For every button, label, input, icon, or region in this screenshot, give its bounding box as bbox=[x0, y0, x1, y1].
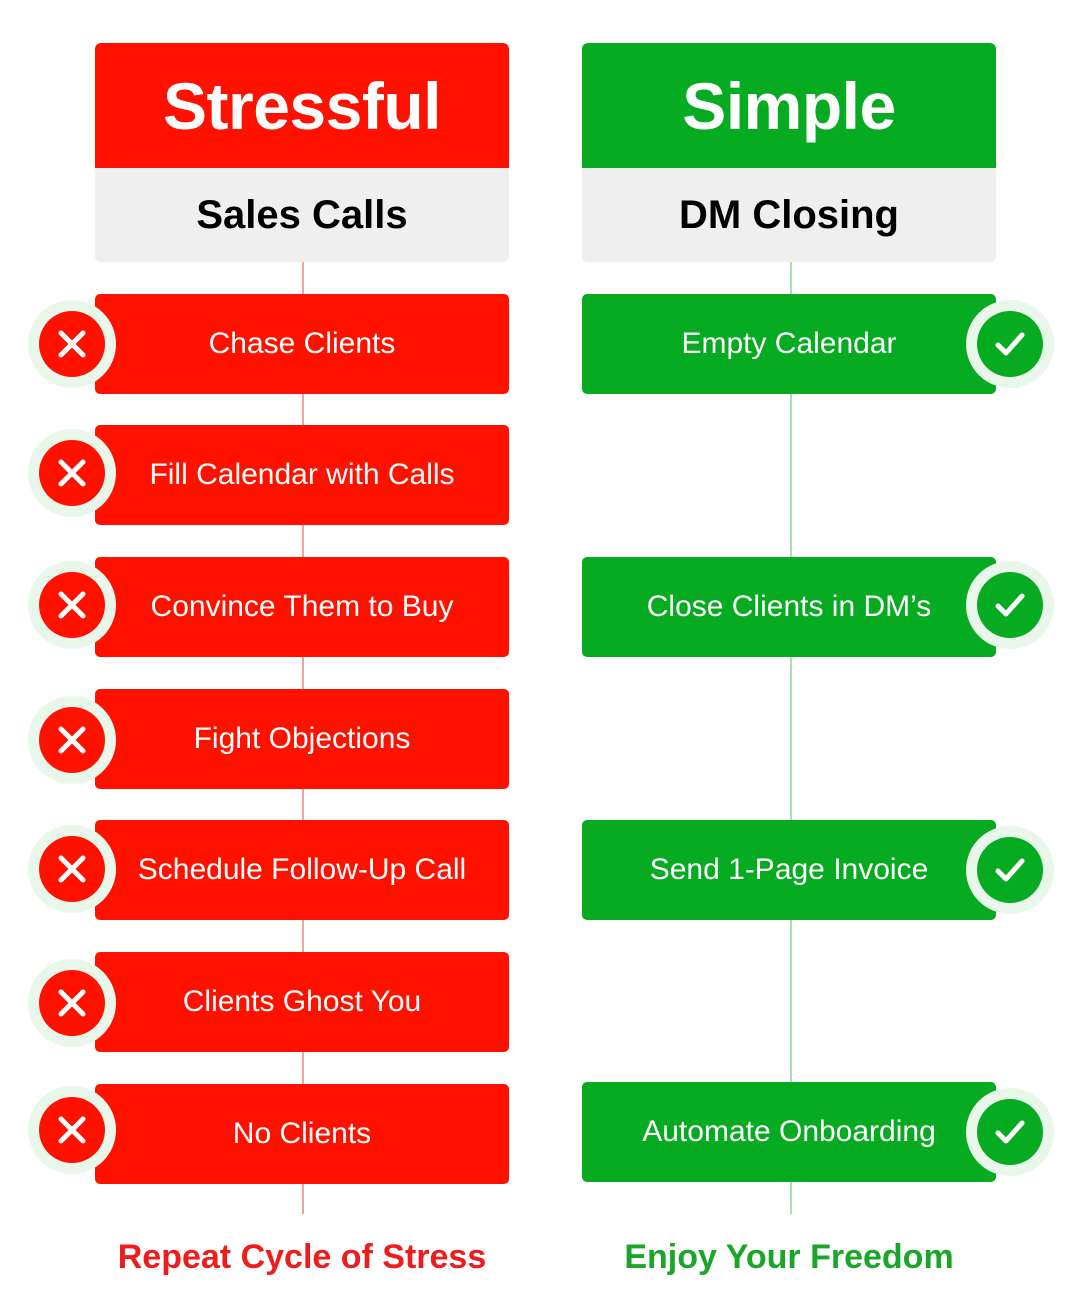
left-step: Fight Objections bbox=[95, 689, 509, 789]
right-title: Simple bbox=[682, 68, 896, 143]
x-icon bbox=[58, 591, 86, 619]
left-step-label: Clients Ghost You bbox=[182, 985, 422, 1018]
x-badge bbox=[28, 561, 116, 649]
x-icon bbox=[58, 1116, 86, 1144]
left-step-label: Convince Them to Buy bbox=[150, 590, 454, 623]
left-step: Convince Them to Buy bbox=[95, 557, 509, 657]
right-step-label: Close Clients in DM’s bbox=[646, 590, 932, 623]
right-step-label: Empty Calendar bbox=[681, 327, 897, 360]
right-step: Empty Calendar bbox=[582, 294, 996, 394]
left-step-label: No Clients bbox=[232, 1117, 372, 1150]
right-step-label: Automate Onboarding bbox=[642, 1115, 936, 1148]
check-icon bbox=[995, 1120, 1025, 1144]
right-subtitle: DM Closing bbox=[679, 192, 899, 237]
check-badge bbox=[966, 826, 1054, 914]
check-icon bbox=[995, 332, 1025, 356]
x-icon bbox=[58, 330, 86, 358]
left-step: Clients Ghost You bbox=[95, 952, 509, 1052]
check-badge bbox=[966, 561, 1054, 649]
check-badge bbox=[966, 1088, 1054, 1176]
left-title-header: Stressful bbox=[95, 43, 509, 168]
left-step-label: Chase Clients bbox=[208, 327, 396, 360]
right-title-header: Simple bbox=[582, 43, 996, 168]
x-badge bbox=[28, 825, 116, 913]
left-step: Schedule Follow-Up Call bbox=[95, 820, 509, 920]
right-subtitle-box: DM Closing bbox=[582, 168, 996, 262]
check-badge bbox=[966, 300, 1054, 388]
right-footer: Enjoy Your Freedom bbox=[624, 1238, 954, 1276]
left-subtitle-box: Sales Calls bbox=[95, 168, 509, 262]
left-step-label: Schedule Follow-Up Call bbox=[137, 853, 467, 886]
left-step-label: Fill Calendar with Calls bbox=[149, 458, 455, 491]
right-step: Automate Onboarding bbox=[582, 1082, 996, 1182]
left-title: Stressful bbox=[163, 68, 441, 143]
left-subtitle: Sales Calls bbox=[196, 192, 408, 237]
left-step-label: Fight Objections bbox=[193, 722, 411, 755]
x-icon bbox=[58, 726, 86, 754]
x-icon bbox=[58, 989, 86, 1017]
x-badge bbox=[28, 429, 116, 517]
check-icon bbox=[995, 593, 1025, 617]
left-step: Fill Calendar with Calls bbox=[95, 425, 509, 525]
right-step: Close Clients in DM’s bbox=[582, 557, 996, 657]
x-badge bbox=[28, 696, 116, 784]
x-badge bbox=[28, 300, 116, 388]
check-icon bbox=[995, 858, 1025, 882]
x-badge bbox=[28, 1086, 116, 1174]
x-badge bbox=[28, 959, 116, 1047]
left-footer: Repeat Cycle of Stress bbox=[117, 1238, 487, 1276]
x-icon bbox=[58, 855, 86, 883]
right-step: Send 1-Page Invoice bbox=[582, 820, 996, 920]
right-connector-line bbox=[790, 262, 792, 1214]
x-icon bbox=[58, 459, 86, 487]
left-step: No Clients bbox=[95, 1084, 509, 1184]
left-step: Chase Clients bbox=[95, 294, 509, 394]
right-step-label: Send 1-Page Invoice bbox=[649, 853, 929, 886]
